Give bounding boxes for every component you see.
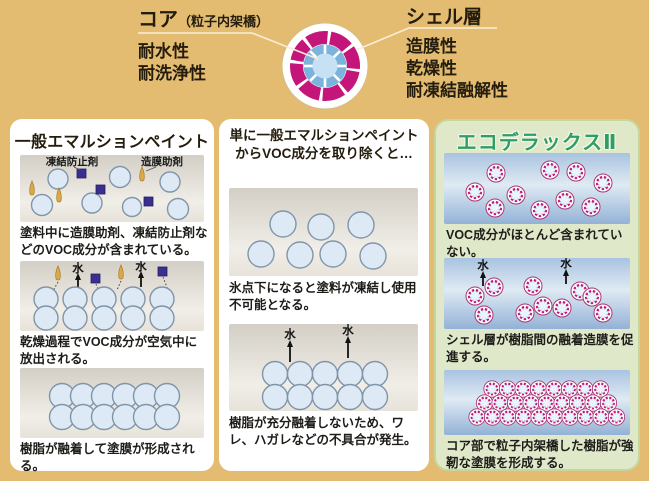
water-label: 水: [477, 258, 489, 272]
packed-particle-rows: [467, 379, 626, 427]
water-label: 水: [135, 261, 147, 273]
film-former-droplet-icon: [29, 180, 35, 196]
core-shell-particle-icon: [529, 199, 551, 221]
illustration-no-voc: [444, 153, 630, 224]
panel-title: 一般エマルションペイント: [14, 134, 210, 151]
film-former-label: 造膜助剤: [141, 155, 183, 168]
illustration-voc-release: 水 水: [20, 261, 204, 331]
core-shell-particle-icon: [483, 276, 505, 298]
core-shell-particle-icon: [539, 159, 561, 181]
film-former-droplet-icon: [118, 264, 124, 280]
shell-label-group: シェル層 造膜性 乾燥性 耐凍結融解性: [406, 6, 508, 102]
core-shell-particle-icon: [522, 275, 544, 297]
core-shell-particle-icon: [464, 181, 486, 203]
water-label: 水: [72, 261, 84, 275]
core-shell-particle-icon: [554, 189, 576, 211]
caption: シェル層が樹脂間の融着造膜を促進する。: [446, 333, 634, 364]
panel-general-emulsion: 一般エマルションペイント 凍結防止剤 造膜助剤 塗料中に造膜助剤、凍結防止剤など…: [10, 119, 214, 473]
shell-connector-line: [355, 27, 497, 51]
water-label: 水: [342, 324, 354, 337]
illustration-paint-with-voc: 凍結防止剤 造膜助剤: [20, 155, 204, 222]
caption: 塗料中に造膜助剤、凍結防止剤などのVOC成分が含まれている。: [20, 226, 208, 257]
core-shell-particle: [281, 22, 369, 110]
antifreeze-label: 凍結防止剤: [46, 155, 99, 168]
voc-square-icon: [157, 266, 168, 277]
core-shell-particle-icon: [581, 286, 603, 308]
core-label-group: コア（粒子内架橋） 耐水性 耐洗浄性: [138, 8, 269, 85]
core-shell-particle-icon: [485, 162, 507, 184]
core-shell-particle-icon: [592, 302, 614, 324]
core-shell-particle-icon: [473, 304, 495, 326]
voc-square-icon: [143, 196, 154, 207]
shell-label: シェル層: [406, 7, 483, 28]
shell-property: 乾燥性: [406, 59, 457, 78]
illustration-film-formed: [20, 368, 204, 438]
core-shell-diagram: [138, 22, 497, 110]
core-shell-particle-icon: [551, 297, 573, 319]
caption: 樹脂が融着して塗膜が形成される。: [20, 442, 195, 473]
film-former-droplet-icon: [55, 265, 61, 281]
core-connector-line: [138, 32, 319, 60]
panel-ecodeluxe: エコデラックスⅡ VOC成分がほとんど含まれていない。 水 水: [434, 119, 640, 471]
water-label: 水: [284, 327, 296, 341]
core-shell-particle-icon: [514, 302, 536, 324]
caption: コア部で粒子内架橋した樹脂が強靭な塗膜を形成する。: [446, 439, 634, 470]
illustration-frozen-paint: [229, 188, 418, 276]
illustration-tough-film: [444, 370, 630, 435]
core-shell-particle-icon: [580, 196, 602, 218]
shell-property: 造膜性: [406, 37, 457, 56]
panel-title: エコデラックスⅡ: [456, 132, 618, 154]
core-shell-particle-icon: [505, 184, 527, 206]
caption: VOC成分がほとんど含まれていない。: [446, 228, 623, 259]
voc-square-icon: [90, 273, 101, 284]
panel-voc-removed: 単に一般エマルションペイント からVOC成分を取り除くと… 氷点下になると塗料が…: [219, 119, 429, 471]
voc-square-icon: [95, 184, 106, 195]
caption: 樹脂が充分融着しないため、ワレ、ハガレなどの不具合が発生。: [229, 416, 417, 447]
film-former-droplet-icon: [139, 166, 145, 182]
illustration-shell-fusion: 水 水: [444, 258, 630, 329]
caption: 乾燥過程でVOC成分が空気中に放出される。: [20, 335, 198, 366]
caption: 氷点下になると塗料が凍結し使用不可能となる。: [229, 281, 417, 312]
voc-square-icon: [76, 168, 87, 179]
core-shell-particle-icon: [484, 197, 506, 219]
core-shell-particle-icon: [464, 285, 486, 307]
water-label: 水: [560, 258, 572, 270]
shell-property: 耐凍結融解性: [406, 81, 508, 100]
core-shell-particle-icon: [565, 161, 587, 183]
core-shell-particle-icon: [592, 172, 614, 194]
illustration-poor-fusion: 水 水: [229, 324, 418, 411]
core-property: 耐洗浄性: [138, 64, 206, 83]
film-former-droplet-icon: [56, 187, 62, 203]
core-shell-particle-icon: [532, 295, 554, 317]
panel-title: 単に一般エマルションペイント からVOC成分を取り除くと…: [229, 128, 419, 161]
core-property: 耐水性: [138, 42, 189, 61]
core-label: コア（粒子内架橋）: [138, 9, 270, 31]
